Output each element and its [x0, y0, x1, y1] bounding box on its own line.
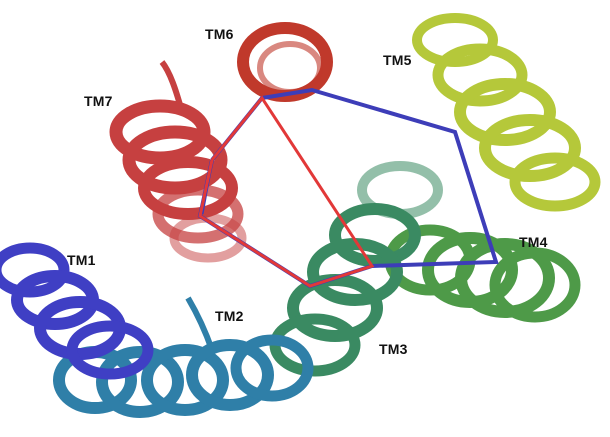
tm3-helix	[275, 166, 438, 371]
tm5-label: TM5	[383, 52, 412, 68]
tm6-helix	[243, 28, 327, 96]
tm1-label: TM1	[67, 252, 96, 268]
tm4-label: TM4	[519, 234, 548, 250]
tm3-label: TM3	[379, 341, 408, 357]
tm7-label: TM7	[84, 93, 113, 109]
tm6-label: TM6	[205, 26, 234, 42]
tm2-label: TM2	[215, 308, 244, 324]
tm5-helix	[417, 18, 595, 206]
